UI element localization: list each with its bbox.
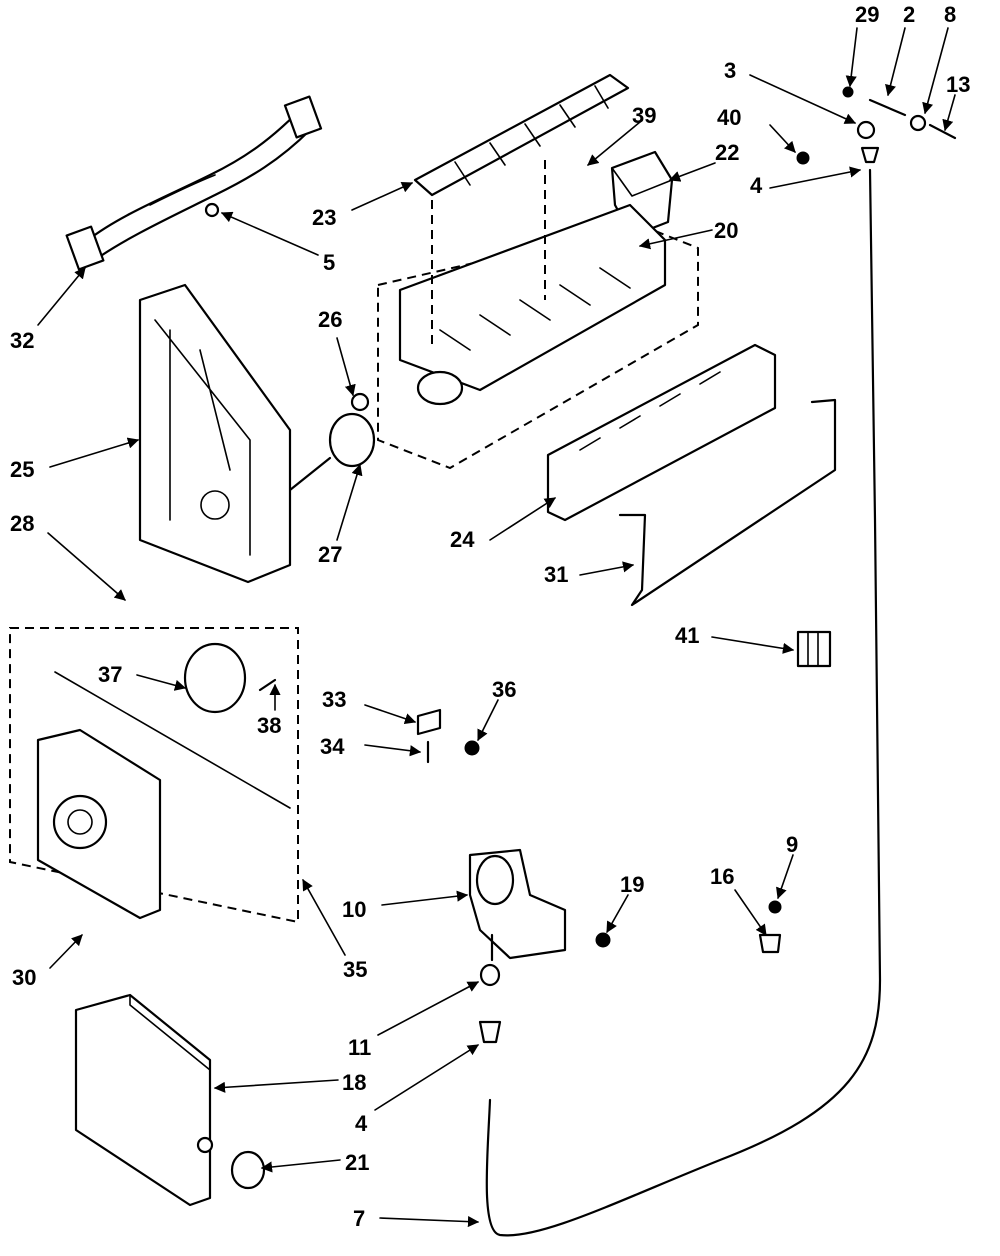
clip-41 — [796, 630, 832, 668]
callout-22: 22 — [715, 140, 739, 165]
bracket-hardware — [416, 708, 480, 764]
callout-39: 39 — [632, 103, 656, 128]
callout-9: 9 — [786, 832, 798, 857]
callout-5: 5 — [323, 250, 335, 275]
fittings — [478, 900, 782, 1044]
callout-10: 10 — [342, 897, 366, 922]
callout-38: 38 — [257, 713, 281, 738]
water-valve — [468, 848, 611, 962]
callout-40: 40 — [717, 105, 741, 130]
callout-4-bottom: 4 — [355, 1111, 368, 1136]
callout-34: 34 — [320, 734, 345, 759]
ice-stripper — [546, 343, 777, 522]
callout-32: 32 — [10, 328, 34, 353]
callout-16: 16 — [710, 864, 734, 889]
callout-18: 18 — [342, 1070, 366, 1095]
callout-2: 2 — [903, 2, 915, 27]
cover — [74, 993, 266, 1207]
callout-3: 3 — [724, 58, 736, 83]
control-assembly — [9, 627, 299, 924]
callout-21: 21 — [345, 1150, 369, 1175]
callout-31: 31 — [544, 562, 568, 587]
callout-35: 35 — [343, 957, 367, 982]
motor — [288, 392, 376, 492]
callout-41: 41 — [675, 623, 699, 648]
callout-8: 8 — [944, 2, 956, 27]
control-housing — [138, 283, 292, 584]
ice-mold — [377, 160, 699, 470]
callout-27: 27 — [318, 542, 342, 567]
callout-4-top: 4 — [750, 173, 763, 198]
water-tube — [485, 168, 882, 1237]
callout-labels: 29 2 8 3 13 40 4 39 22 23 20 5 32 26 25 … — [10, 2, 970, 1231]
callout-28: 28 — [10, 511, 34, 536]
callout-25: 25 — [10, 457, 34, 482]
callout-30: 30 — [12, 965, 36, 990]
callout-19: 19 — [620, 872, 644, 897]
callout-13: 13 — [946, 72, 970, 97]
leader-lines — [37, 27, 956, 1228]
inlet-fittings — [796, 86, 957, 165]
callout-36: 36 — [492, 677, 516, 702]
wire-harness — [65, 95, 323, 271]
callout-23: 23 — [312, 205, 336, 230]
callout-37: 37 — [98, 662, 122, 687]
callout-29: 29 — [855, 2, 879, 27]
callout-24: 24 — [450, 527, 475, 552]
callout-20: 20 — [714, 218, 738, 243]
ejector-blade — [413, 73, 630, 197]
callout-26: 26 — [318, 307, 342, 332]
feeler-arm — [618, 398, 837, 607]
callout-7: 7 — [353, 1206, 365, 1231]
callout-33: 33 — [322, 687, 346, 712]
callout-11: 11 — [348, 1035, 371, 1060]
